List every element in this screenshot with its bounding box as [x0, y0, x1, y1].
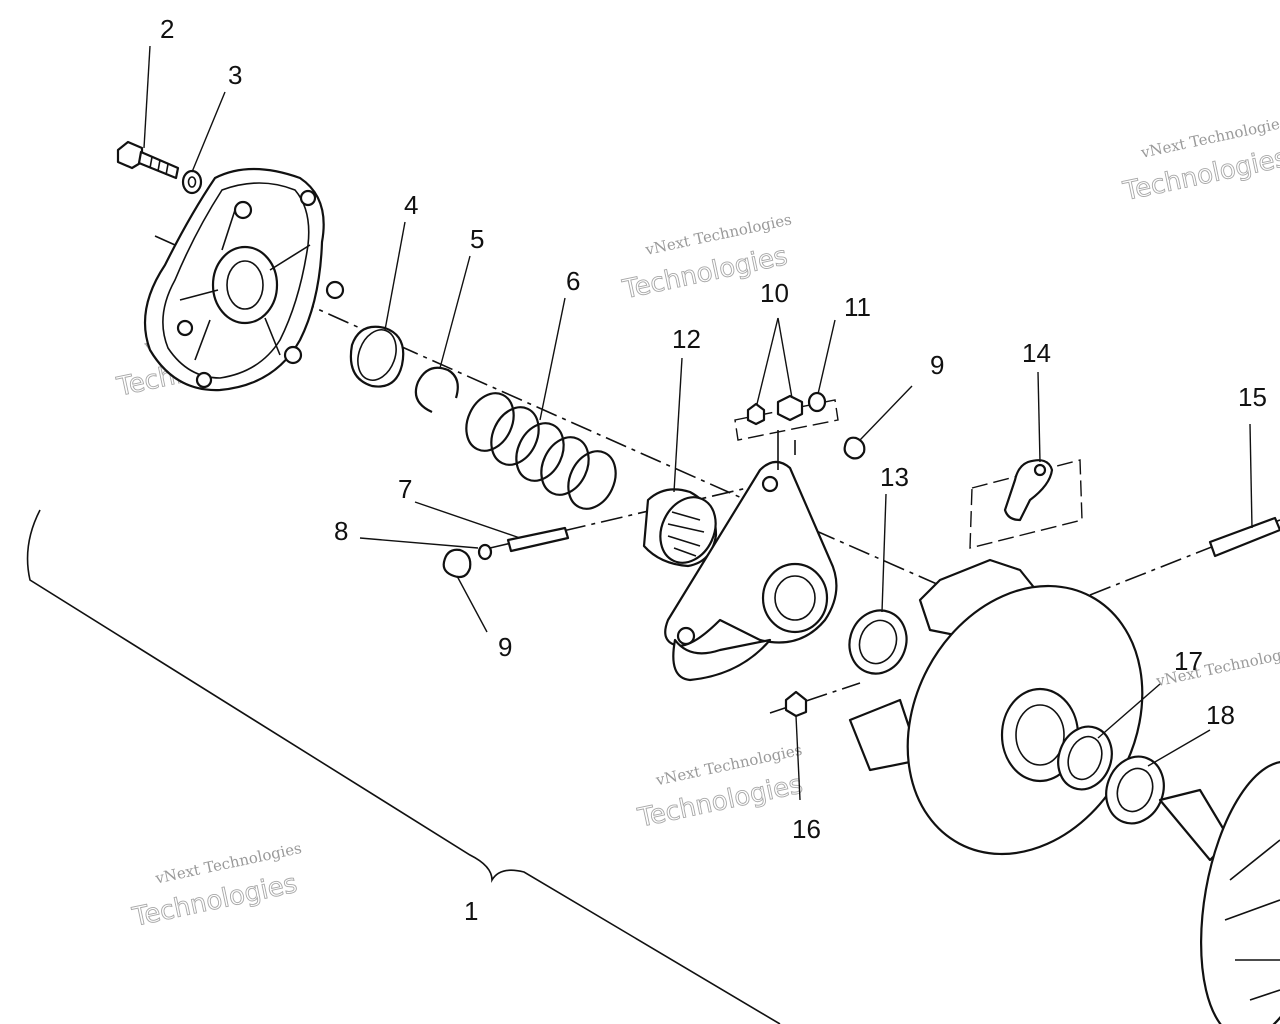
callout-14: 14 — [1022, 338, 1051, 368]
sheave-part — [848, 558, 1144, 856]
callout-2: 2 — [160, 14, 174, 44]
callout-5: 5 — [470, 224, 484, 254]
callout-3: 3 — [228, 60, 242, 90]
callout-9: 9 — [930, 350, 944, 380]
callout-17: 17 — [1174, 646, 1203, 676]
leader-lines — [143, 45, 1253, 801]
bushing-part — [349, 325, 405, 388]
roller-part — [642, 488, 718, 568]
ring-17-part — [1057, 725, 1113, 791]
oring-part — [848, 609, 908, 675]
spring-part — [465, 392, 617, 510]
callout-1: 1 — [464, 896, 478, 926]
callout-13: 13 — [880, 462, 909, 492]
button-part — [477, 543, 493, 561]
cap-part — [843, 436, 866, 460]
shaft-part — [1208, 516, 1280, 558]
washer-18-part — [1105, 755, 1165, 825]
callout-16: 16 — [792, 814, 821, 844]
snap-ring-part — [414, 366, 459, 414]
callout-15: 15 — [1238, 382, 1267, 412]
cover-plate — [143, 167, 345, 392]
callout-labels: 1 2 3 4 5 6 7 8 9 9 10 11 12 13 14 15 16… — [160, 14, 1267, 926]
pin-part — [506, 526, 570, 553]
callout-11: 11 — [844, 292, 871, 322]
callout-8: 8 — [334, 516, 348, 546]
washer-part — [181, 169, 203, 195]
assembly-bracket — [26, 509, 781, 1024]
callout-18: 18 — [1206, 700, 1235, 730]
watermark-text: vNext Technologies — [1154, 642, 1280, 691]
bolt-part — [116, 140, 180, 180]
callout-4: 4 — [404, 190, 418, 220]
nut-part — [746, 391, 827, 426]
callout-10: 10 — [760, 278, 789, 308]
callout-12: 12 — [672, 324, 701, 354]
callout-7: 7 — [398, 474, 412, 504]
secondary-sheave-part — [1158, 760, 1280, 1024]
cap-part — [442, 548, 472, 579]
small-nut-part — [784, 690, 808, 718]
bolt-axis-line — [769, 682, 861, 714]
clip-hole — [1033, 463, 1047, 477]
callout-6: 6 — [566, 266, 580, 296]
callout-9: 9 — [498, 632, 512, 662]
spider-arm-part — [664, 430, 838, 682]
